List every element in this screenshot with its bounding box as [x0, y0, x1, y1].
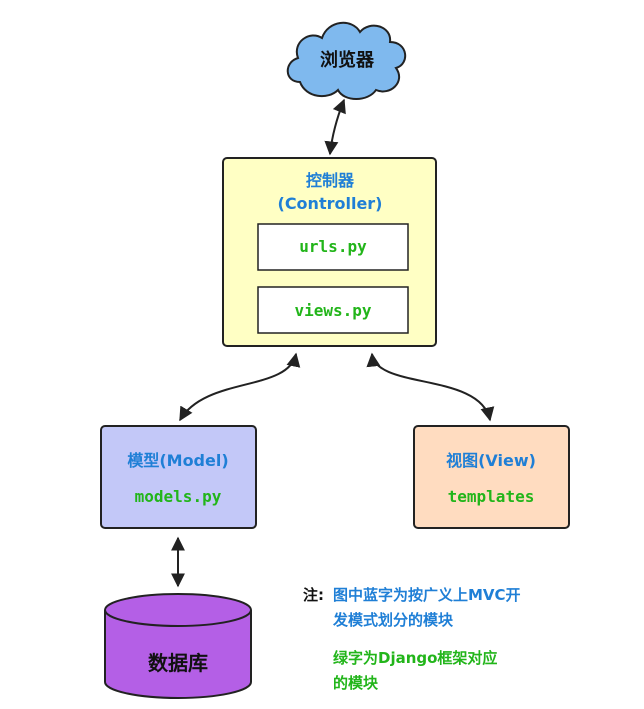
view-title: 视图(View)	[446, 451, 536, 470]
controller-view-connector	[366, 352, 495, 422]
browser-cloud-shape	[286, 22, 406, 100]
urls-label: urls.py	[299, 237, 367, 256]
note-line-2: 发模式划分的模块	[332, 611, 454, 629]
views-label: views.py	[294, 301, 371, 320]
note-line-4: 的模块	[333, 674, 379, 692]
controller-subtitle: (Controller)	[278, 194, 383, 213]
browser-node: 浏览器	[286, 22, 406, 100]
controller-node: 控制器 (Controller) urls.py views.py	[222, 157, 437, 347]
model-box	[100, 425, 257, 529]
database-node: 数据库	[104, 593, 252, 699]
controller-title: 控制器	[306, 171, 355, 190]
note-line-1: 图中蓝字为按广义上MVC开	[333, 586, 521, 604]
database-label: 数据库	[148, 651, 208, 675]
view-file-label: templates	[448, 487, 535, 506]
views-box	[257, 286, 409, 334]
view-node: 视图(View) templates	[413, 425, 570, 529]
database-cylinder-top	[104, 593, 252, 627]
note-prefix: 注:	[303, 586, 324, 604]
database-cylinder-body	[104, 610, 252, 699]
model-file-label: models.py	[135, 487, 222, 506]
view-box	[413, 425, 570, 529]
browser-label: 浏览器	[320, 49, 375, 71]
model-node: 模型(Model) models.py	[100, 425, 257, 529]
controller-model-connector	[179, 352, 301, 422]
browser-controller-connector	[324, 98, 346, 156]
note-line-3: 绿字为Django框架对应	[333, 649, 497, 667]
model-title: 模型(Model)	[127, 451, 228, 470]
note-block: 注: 图中蓝字为按广义上MVC开 发模式划分的模块 绿字为Django框架对应 …	[303, 586, 521, 692]
urls-box	[257, 223, 409, 271]
